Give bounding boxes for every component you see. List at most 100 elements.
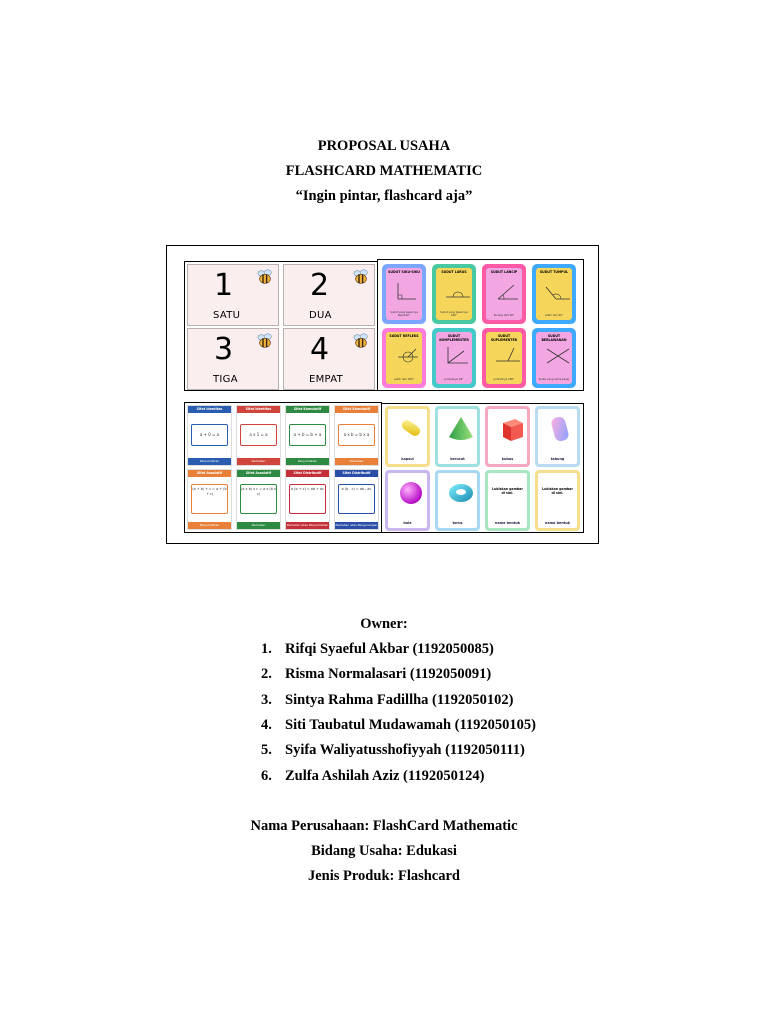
property-card: Sifat Identitas a + 0 = a Penjumlahan: [187, 405, 232, 466]
bee-icon: [353, 333, 368, 348]
card-word: EMPAT: [309, 374, 344, 385]
angle-card: SUDUT SUPLEMENTER Jumlahnya 180°: [482, 328, 526, 388]
company-name: Nama Perusahaan: FlashCard Mathematic: [250, 818, 518, 834]
bee-icon: [353, 269, 368, 284]
property-card-header: Sifat Identitas: [237, 406, 280, 413]
sphere-icon: [400, 482, 422, 504]
angle-diagram-icon: [497, 284, 518, 300]
bee-icon: [257, 269, 272, 284]
property-card-footer: Perkalian: [237, 458, 280, 465]
property-card: Sifat Komutatif a + b = b + a Penjumlahan: [285, 405, 330, 466]
shape-card-prompt: Lukiskan gambar di sini.: [542, 487, 573, 495]
property-card: Sifat Identitas a x 1 = a Perkalian: [236, 405, 281, 466]
card-number: 1: [214, 268, 234, 303]
property-card-header: Sifat Identitas: [188, 406, 231, 413]
property-card: Sifat Komutatif a x b = b x a Perkalian: [334, 405, 379, 466]
angle-diagram-icon: [446, 291, 470, 298]
shape-cards-panel: kapsul kerucut kubus tabung bola torus Lukiska…: [381, 403, 584, 533]
property-formula: a + 0 = a: [191, 424, 228, 446]
property-formula: a x b = b x a: [338, 424, 375, 446]
property-card-footer: Penjumlahan: [188, 458, 231, 465]
property-formula: a + b = b + a: [289, 424, 326, 446]
angle-diagram-icon: [398, 348, 418, 363]
property-card-header: Sifat Komutatif: [335, 406, 378, 413]
angle-card-title: SUDUT KOMPLEMENTER: [439, 334, 469, 342]
owner-number: 4.: [261, 716, 272, 733]
angle-card-title: SUDUT SUPLEMENTER: [490, 334, 518, 342]
shape-card-name: nama bentuk: [544, 521, 571, 525]
card-word: TIGA: [213, 374, 238, 385]
property-formula: a (b + c) = ab + ac: [289, 484, 326, 514]
shape-card-name: nama bentuk: [494, 521, 521, 525]
owner-name: Sintya Rahma Fadillha (1192050102): [285, 691, 514, 708]
property-card-footer: Perkalian: [335, 458, 378, 465]
property-card-header: Sifat Asosiatif: [188, 470, 231, 477]
shape-card-name: bola: [403, 521, 412, 525]
property-card-header: Sifat Komutatif: [286, 406, 329, 413]
title-line-1: PROPOSAL USAHA: [317, 138, 451, 154]
capsule-icon: [401, 420, 421, 436]
owner-number: 3.: [261, 691, 272, 708]
angle-diagram-icon: [545, 286, 570, 300]
title-line-3: “Ingin pintar, flashcard aja”: [295, 188, 473, 204]
shape-card: kapsul: [385, 406, 430, 467]
owner-name: Zulfa Ashilah Aziz (1192050124): [285, 767, 485, 784]
shape-card-prompt: Lukiskan gambar di sini.: [492, 487, 523, 495]
shape-card: kubus: [485, 406, 530, 467]
owner-name: Rifqi Syaeful Akbar (1192050085): [285, 641, 494, 657]
torus-icon: [449, 484, 473, 502]
angle-diagram-icon: [397, 283, 416, 300]
shape-card-name: kerucut: [450, 457, 465, 461]
owner-number: 6.: [261, 767, 272, 784]
property-card-header: Sifat Distributif: [286, 470, 329, 477]
property-formula: (a + b) + c = a + (b + c): [191, 484, 228, 514]
angle-card-description: Jumlahnya 180°: [493, 378, 515, 381]
owner-number: 1.: [261, 641, 272, 657]
angle-card-title: SUDUT REFLEKS: [389, 334, 419, 338]
angle-diagram-icon: [546, 348, 570, 364]
shape-card: kerucut: [435, 406, 480, 467]
cube-icon: [503, 419, 523, 441]
shape-card: tabung: [535, 406, 580, 467]
angle-card: SUDUT REFLEKS Lebih dari 180°: [382, 328, 426, 388]
angle-card-description: Lebih dari 180°: [394, 378, 414, 381]
angle-diagram-icon: [447, 347, 468, 364]
shape-card-name: kubus: [501, 457, 514, 461]
angle-card-description: Sudut yang besarnya tepat 90°: [390, 311, 418, 317]
card-number: 2: [310, 268, 330, 303]
cone-icon: [449, 417, 473, 440]
business-field: Bidang Usaha: Edukasi: [311, 843, 457, 859]
product-type: Jenis Produk: Flashcard: [307, 868, 460, 884]
shape-card-name: tabung: [550, 457, 565, 461]
property-card-footer: Penjumlahan: [286, 458, 329, 465]
angle-diagram-icon: [496, 347, 520, 362]
shape-card-name: torus: [452, 521, 463, 525]
property-card-footer: Perkalian atas Pengurangan: [335, 522, 378, 529]
angle-card-title: SUDUT LANCIP: [490, 270, 518, 274]
angle-card-description: Sudut yang sama besar: [538, 378, 570, 381]
card-word: DUA: [309, 310, 332, 321]
property-formula: a x 1 = a: [240, 424, 277, 446]
card-number: 4: [310, 332, 330, 367]
shape-card: bola: [385, 470, 430, 531]
property-card: Sifat Asosiatif (a x b) x c = a x (b x c)…: [236, 469, 281, 530]
card-number: 3: [214, 332, 234, 367]
angle-card-description: Lebih dari 90°: [544, 314, 564, 317]
property-card-header: Sifat Distributif: [335, 470, 378, 477]
property-formula: (a x b) x c = a x (b x c): [240, 484, 277, 514]
angle-card-description: Kurang dari 90°: [493, 314, 515, 317]
cylinder-icon: [551, 416, 569, 442]
property-card-header: Sifat Asosiatif: [237, 470, 280, 477]
shape-card: Lukiskan gambar di sini. nama bentuk: [485, 470, 530, 531]
